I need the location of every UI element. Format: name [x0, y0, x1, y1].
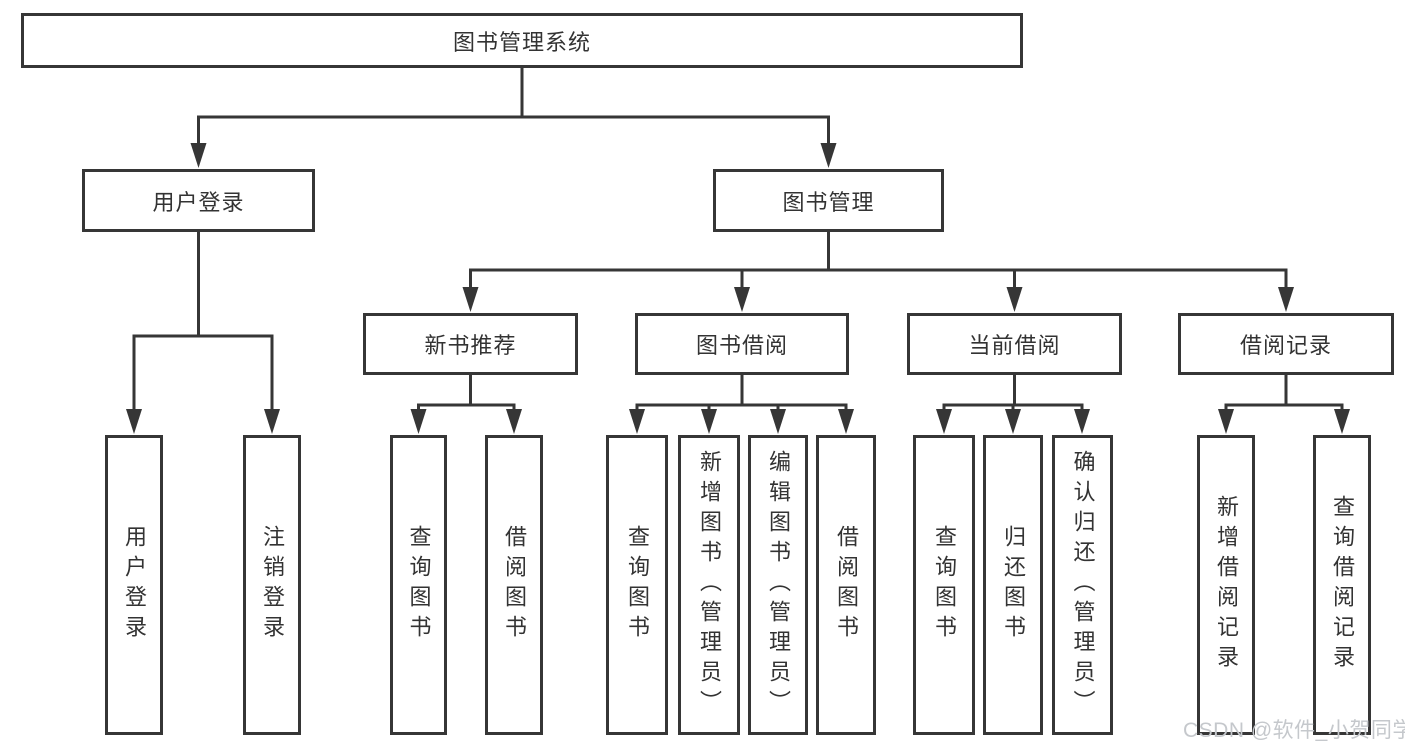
node-label: 图书借阅	[695, 333, 788, 358]
leaf-label: 查询借阅记录	[1330, 495, 1355, 675]
leaf-query-books: 查询图书	[606, 435, 668, 735]
node-current-borrowing: 当前借阅	[907, 313, 1122, 375]
leaf-label: 查询图书	[625, 525, 650, 645]
node-book-borrowing: 图书借阅	[635, 313, 849, 375]
node-label: 当前借阅	[968, 333, 1061, 358]
leaf-user-login: 用户登录	[105, 435, 163, 735]
connector-path	[132, 66, 1344, 414]
leaf-add-books-admin: 新增图书（管理员）	[678, 435, 740, 735]
leaf-label: 新增图书（管理员）	[697, 450, 722, 720]
leaf-query-books: 查询图书	[913, 435, 975, 735]
watermark: CSDN @软件_小贺同学	[1183, 719, 1405, 742]
node-label: 图书管理	[782, 189, 875, 215]
leaf-label: 借阅图书	[834, 525, 859, 645]
leaf-label: 用户登录	[122, 525, 147, 645]
arrowheads	[126, 143, 1350, 434]
leaf-borrow-books: 借阅图书	[485, 435, 543, 735]
leaf-borrow-books: 借阅图书	[816, 435, 876, 735]
leaf-query-borrow-record: 查询借阅记录	[1313, 435, 1371, 735]
node-borrowing-records: 借阅记录	[1178, 313, 1394, 375]
leaf-label: 新增借阅记录	[1214, 495, 1239, 675]
leaf-label: 注销登录	[260, 525, 285, 645]
leaf-label: 编辑图书（管理员）	[766, 450, 791, 720]
leaf-edit-books-admin: 编辑图书（管理员）	[748, 435, 808, 735]
leaf-label: 查询图书	[932, 525, 957, 645]
node-label: 图书管理系统	[452, 29, 591, 55]
leaf-return-books: 归还图书	[983, 435, 1043, 735]
leaf-label: 查询图书	[406, 525, 432, 645]
node-new-book-recommendation: 新书推荐	[363, 313, 578, 375]
node-label: 新书推荐	[424, 333, 517, 358]
node-label: 用户登录	[152, 189, 245, 215]
node-library-management-system: 图书管理系统	[21, 13, 1023, 68]
leaf-label: 借阅图书	[502, 525, 527, 645]
leaf-label: 确认归还（管理员）	[1070, 450, 1096, 720]
leaf-add-borrow-record: 新增借阅记录	[1197, 435, 1255, 735]
node-label: 借阅记录	[1239, 333, 1332, 358]
leaf-confirm-return-admin: 确认归还（管理员）	[1052, 435, 1113, 735]
node-user-login: 用户登录	[82, 169, 315, 232]
leaf-query-books: 查询图书	[390, 435, 447, 735]
node-book-management: 图书管理	[713, 169, 944, 232]
leaf-label: 归还图书	[1001, 525, 1026, 645]
leaf-logout: 注销登录	[243, 435, 301, 735]
